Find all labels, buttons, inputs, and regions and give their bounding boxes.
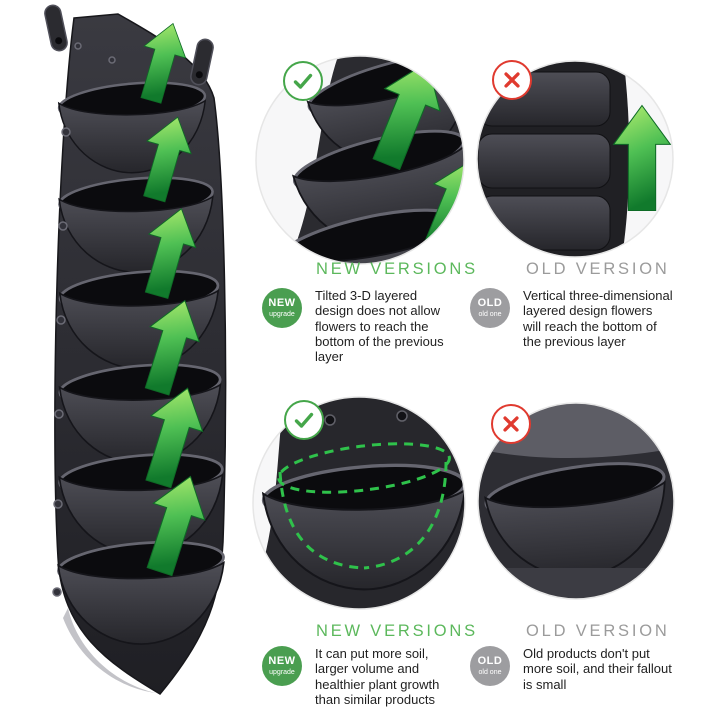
hanging-tab xyxy=(44,4,68,52)
new-caption-block-1: NEW upgrade Tilted 3-D layered design do… xyxy=(262,288,457,365)
planter-illustration xyxy=(44,4,227,695)
new-version-photo-2 xyxy=(252,396,466,610)
cross-icon xyxy=(491,404,531,444)
new-upgrade-badge: NEW upgrade xyxy=(262,288,302,328)
old-caption-block-1: OLD old one Vertical three-dimensional l… xyxy=(470,288,673,349)
old-one-badge: OLD old one xyxy=(470,646,510,686)
check-icon xyxy=(284,400,324,440)
old-caption-block-2: OLD old one Old products don't put more … xyxy=(470,646,673,692)
old-version-heading-2: OLD VERSION xyxy=(526,622,670,640)
badge-sublabel: old one xyxy=(478,311,502,318)
badge-sublabel: upgrade xyxy=(269,311,295,318)
badge-sublabel: old one xyxy=(478,669,502,676)
badge-sublabel: upgrade xyxy=(269,669,295,676)
badge-label: OLD xyxy=(477,655,503,667)
old-one-badge: OLD old one xyxy=(470,288,510,328)
cross-icon xyxy=(492,60,532,100)
planter-product-photo xyxy=(12,2,242,720)
old-version-photo-1 xyxy=(476,60,674,258)
check-icon xyxy=(283,61,323,101)
old-description-2: Old products don't put more soil, and th… xyxy=(523,646,672,692)
new-version-photo-1 xyxy=(255,55,465,265)
hanging-tab xyxy=(190,38,214,86)
badge-label: NEW xyxy=(268,297,296,309)
new-description-1: Tilted 3-D layered design does not allow… xyxy=(315,288,444,365)
old-version-heading-1: OLD VERSION xyxy=(526,260,670,278)
old-version-closeup-1 xyxy=(476,60,674,258)
capacity-outline xyxy=(277,442,451,570)
badge-label: OLD xyxy=(477,297,503,309)
snap-buttons xyxy=(52,42,116,597)
badge-label: NEW xyxy=(268,655,296,667)
new-versions-heading-2: NEW VERSIONS xyxy=(316,622,478,640)
new-description-2: It can put more soil, larger volume and … xyxy=(315,646,440,707)
old-description-1: Vertical three-dimensional layered desig… xyxy=(523,288,673,349)
old-version-photo-2 xyxy=(477,402,675,600)
new-versions-heading-1: NEW VERSIONS xyxy=(316,260,478,278)
new-upgrade-badge: NEW upgrade xyxy=(262,646,302,686)
new-version-closeup-2 xyxy=(252,396,466,610)
new-caption-block-2: NEW upgrade It can put more soil, larger… xyxy=(262,646,455,707)
